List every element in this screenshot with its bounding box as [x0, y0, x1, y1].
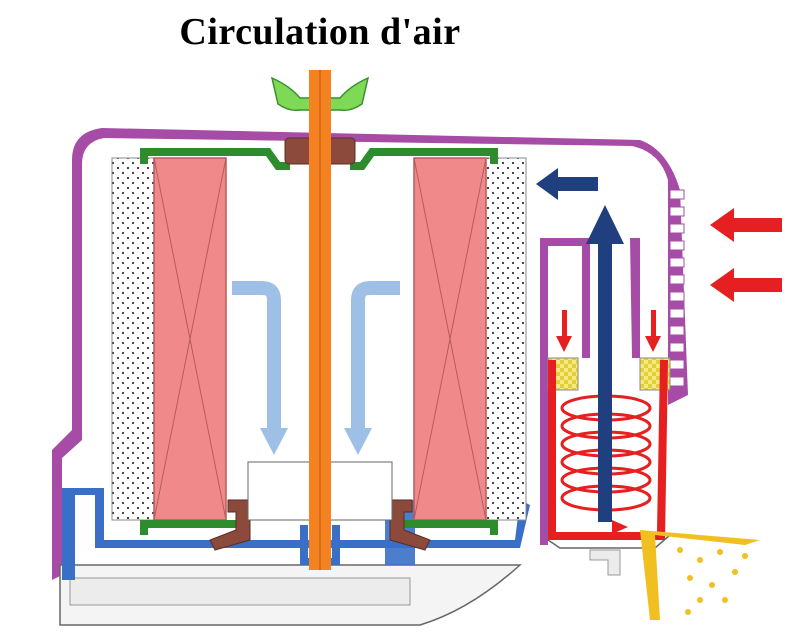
- cool-air-stream: [232, 281, 281, 432]
- cool-air-head: [260, 428, 288, 455]
- small-downflow-arrows: [556, 310, 661, 352]
- left-filter-sleeve: [111, 157, 155, 521]
- spill-dot: [697, 597, 703, 603]
- spill-dot: [697, 557, 703, 563]
- spill-tray: [640, 530, 760, 620]
- right-base: [589, 549, 621, 576]
- upflow-arrow-icon: [586, 205, 624, 522]
- spill-dot: [732, 569, 738, 575]
- vent-slot: [669, 257, 685, 268]
- vent-slot: [669, 189, 685, 200]
- right-filter-sleeve: [483, 157, 527, 521]
- chimney-wall: [540, 238, 590, 545]
- housing-vents: [669, 189, 685, 387]
- vent-slot: [669, 274, 685, 285]
- spill-dot: [685, 609, 691, 615]
- vent-slot: [669, 325, 685, 336]
- vent-slot: [669, 223, 685, 234]
- top-gasket: [284, 137, 356, 165]
- heater-cup-outer: [547, 534, 671, 549]
- vent-slot: [669, 342, 685, 353]
- inflow-arrow-icon: [710, 208, 782, 302]
- top-seal: [140, 148, 290, 170]
- bottom-seal-left: [140, 520, 240, 535]
- spill-dot: [722, 597, 728, 603]
- cool-air-head: [344, 428, 372, 455]
- right-coil: [413, 157, 487, 521]
- spill-dot: [687, 575, 693, 581]
- bottom-seal-right: [400, 520, 498, 535]
- chimney-wall-right: [630, 238, 640, 358]
- spill-dot: [677, 547, 683, 553]
- vent-slot: [669, 376, 685, 387]
- vent-slot: [669, 291, 685, 302]
- spill-dot: [717, 549, 723, 555]
- downflow-arrow-icon: [232, 281, 400, 455]
- outflow-arrow-icon: [536, 168, 598, 200]
- spill-dot: [709, 582, 715, 588]
- cool-air-stream: [351, 281, 400, 432]
- spill-dot: [742, 553, 748, 559]
- vent-slot: [669, 240, 685, 251]
- left-coil: [153, 157, 227, 521]
- diagram-title: Circulation d'air: [179, 11, 461, 53]
- left-foot: [62, 495, 75, 580]
- top-seal-right: [350, 148, 498, 170]
- vent-slot: [669, 308, 685, 319]
- wing-nut-icon: [270, 76, 370, 112]
- vent-slot: [669, 206, 685, 217]
- inner-base: [62, 488, 530, 548]
- base-rim: [69, 577, 411, 606]
- center-base: [300, 525, 340, 565]
- coil-arrow-head: [612, 520, 628, 534]
- spill-dots: [677, 547, 748, 615]
- vent-slot: [669, 359, 685, 370]
